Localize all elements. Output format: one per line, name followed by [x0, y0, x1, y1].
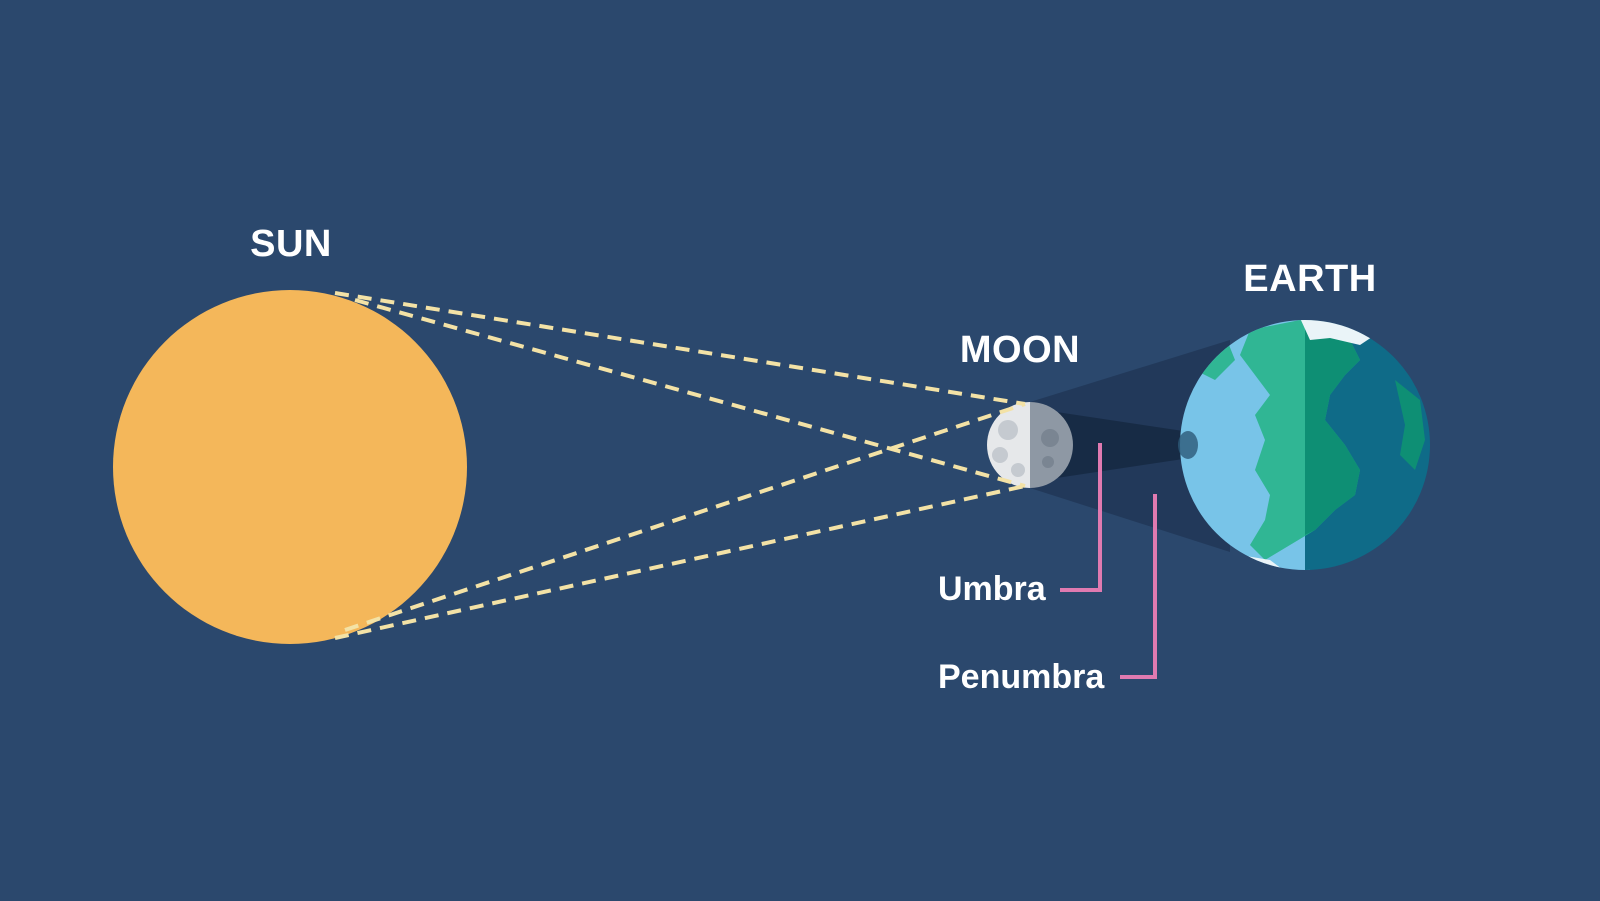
- ray-bottom-to-moon-top: [344, 402, 1026, 632]
- pointer-lines: [1060, 443, 1157, 679]
- ray-top-to-moon-bottom: [354, 298, 1026, 488]
- earth-label: EARTH: [1243, 258, 1376, 300]
- umbra-pointer: [1060, 443, 1102, 592]
- sun-icon: [113, 290, 467, 644]
- ray-top-to-moon-top: [334, 291, 1026, 406]
- umbra-spot: [1178, 431, 1198, 459]
- penumbra-label: Penumbra: [938, 658, 1105, 696]
- umbra-label: Umbra: [938, 570, 1047, 608]
- moon-label: MOON: [960, 329, 1080, 371]
- light-rays: [334, 291, 1026, 640]
- earth-icon: [1180, 320, 1430, 570]
- umbra-shadow: [1030, 408, 1190, 482]
- penumbra-pointer: [1120, 494, 1157, 679]
- sun-label: SUN: [250, 223, 332, 265]
- ray-bottom-to-moon-bottom: [334, 484, 1026, 640]
